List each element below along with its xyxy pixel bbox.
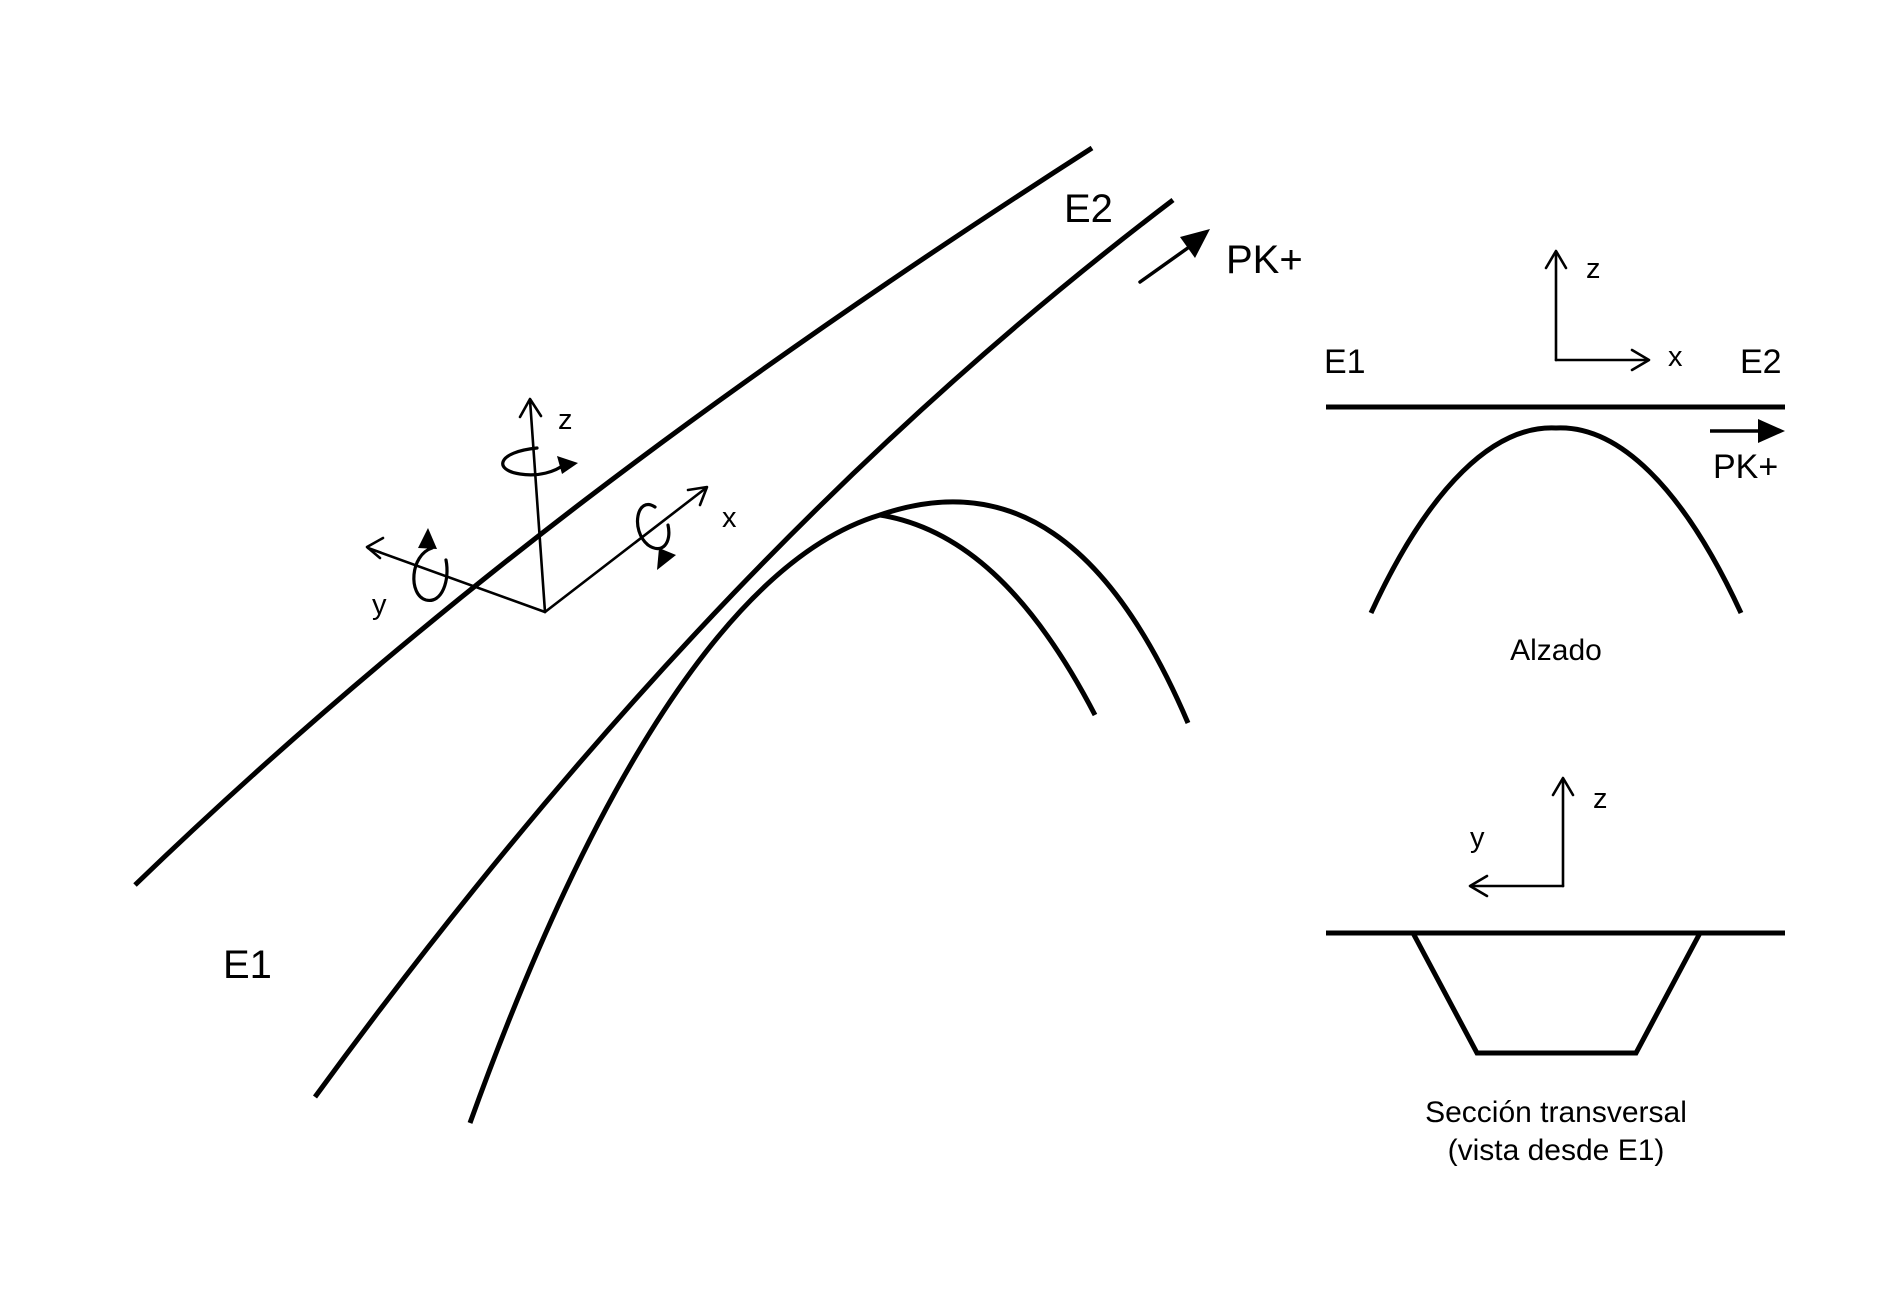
section-caption-line1: Sección transversal (1425, 1096, 1687, 1129)
alzado-arch (1368, 425, 1744, 615)
section-caption-line2: (vista desde E1) (1448, 1134, 1665, 1167)
cross-section-view: z y Sección transversal (vista desde E1) (1326, 776, 1785, 1167)
alzado-pk-arrowhead (1758, 419, 1785, 443)
axis-label-z: z (558, 404, 573, 436)
alzado-axis-label-z: z (1586, 253, 1601, 285)
alzado-caption: Alzado (1510, 634, 1602, 667)
local-axes (365, 397, 709, 614)
alzado-x-axis-arrowhead (1630, 348, 1651, 372)
alzado-label-e1: E1 (1324, 343, 1366, 381)
section-axis-label-z: z (1593, 783, 1608, 815)
x-rotation-arrow (635, 503, 671, 551)
y-rotation-arrow (412, 546, 449, 602)
label-e1: E1 (223, 943, 272, 987)
pk-direction-arrowhead (1180, 229, 1210, 258)
alzado-axis-label-x: x (1668, 341, 1683, 373)
arch-inner (467, 512, 1098, 1124)
section-girder (1410, 931, 1703, 1056)
alzado-label-pk-plus: PK+ (1713, 448, 1778, 486)
axis-label-y: y (372, 589, 387, 621)
deck-edge-outer (133, 145, 1094, 887)
y-axis-line (366, 546, 547, 614)
section-y-axis-arrowhead (1468, 874, 1489, 898)
x-axis-arrowhead (686, 485, 709, 507)
label-e2: E2 (1064, 187, 1113, 231)
alzado-view: z x E1 E2 PK+ Alzado (1324, 249, 1785, 667)
z-rotation-arrowhead (557, 456, 578, 474)
z-axis-line (528, 398, 547, 614)
x-rotation-arrowhead (657, 548, 676, 570)
x-axis-line (543, 486, 708, 614)
z-axis-arrowhead (518, 397, 543, 419)
z-rotation-arrow (501, 446, 567, 477)
pk-direction-arrow (1138, 243, 1194, 284)
section-z-axis-arrowhead (1551, 776, 1575, 797)
perspective-view: z x y E2 E1 PK+ (133, 145, 1303, 1124)
arch-outer (879, 499, 1191, 724)
label-pk-plus: PK+ (1226, 238, 1303, 282)
y-rotation-arrowhead (418, 528, 437, 549)
deck-edge-inner (312, 198, 1175, 1099)
alzado-z-axis-arrowhead (1544, 249, 1568, 270)
y-axis-arrowhead (365, 536, 385, 560)
section-axis-label-y: y (1470, 822, 1485, 854)
axis-label-x: x (722, 502, 737, 534)
alzado-label-e2: E2 (1740, 343, 1782, 381)
